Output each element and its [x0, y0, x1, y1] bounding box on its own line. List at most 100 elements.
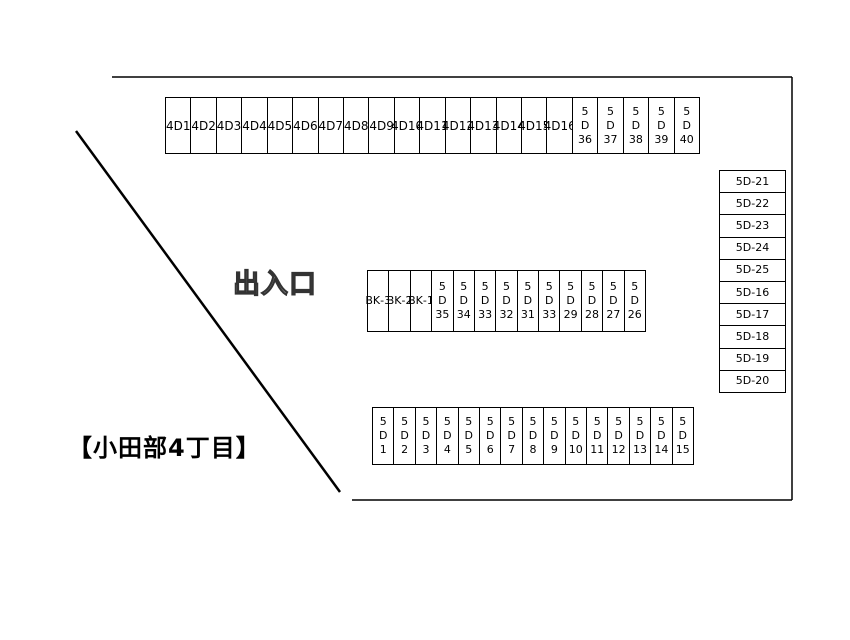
entrance-label: 出入口 — [232, 268, 317, 300]
slot-label-line: 6 — [309, 118, 318, 133]
slot-label-line: D — [631, 118, 641, 132]
slot-label-line: 6 — [486, 443, 494, 456]
slot-label-line: 4D — [441, 118, 459, 133]
slot-label-line: BK — [386, 294, 402, 307]
slot-label-line: 5 — [615, 415, 623, 428]
slot-label-line: 5 — [581, 104, 589, 118]
slot-label-line: D — [682, 118, 692, 132]
slot-label-line: 5D-23 — [735, 218, 770, 232]
slot-label-line: 5 — [422, 415, 430, 428]
slot-label-line: D — [507, 429, 516, 442]
parking-slot: 5D-16 — [719, 281, 786, 305]
slot-label-line: 4D — [165, 118, 183, 133]
slot-label-line: 5 — [481, 280, 489, 293]
slot-label-line: 5D-19 — [735, 352, 770, 366]
parking-slot: 5D-19 — [719, 347, 786, 371]
slot-label-line: 8 — [360, 118, 369, 133]
slot-label-line: 4D — [216, 118, 234, 133]
parking-slot: 5D-17 — [719, 303, 786, 327]
slot-label-line: 12 — [611, 443, 626, 456]
slot-label-line: 4D — [343, 118, 361, 133]
parking-slot: 5D-20 — [719, 369, 786, 393]
slot-label-line: D — [566, 294, 575, 307]
slot-label-line: 4 — [259, 118, 267, 133]
slot-label-line: D — [606, 118, 615, 132]
slot-label-line: 5 — [679, 415, 687, 428]
slot-label-line: 5D-24 — [735, 241, 770, 255]
slot-label-line: 5 — [438, 280, 446, 293]
parking-slot: 5D-18 — [719, 325, 786, 349]
slot-label-line: 5 — [609, 280, 617, 293]
slot-label-line: 4D — [467, 118, 485, 133]
slot-label-line: 5D-21 — [735, 174, 770, 188]
slot-label-line: 7 — [508, 443, 516, 456]
slot-label-line: 5 — [632, 104, 640, 118]
slot-label-line: 4D — [416, 118, 434, 133]
slot-label-line: D — [630, 294, 640, 307]
slot-label-line: D — [528, 429, 538, 442]
slot-label-line: 31 — [520, 308, 535, 321]
slot-label-line: 5 — [443, 415, 451, 428]
slot-label-line: 4D — [293, 118, 310, 133]
slot-label-line: D — [635, 429, 645, 442]
slot-label-line: 5 — [545, 280, 553, 293]
slot-label-line: 5D-18 — [735, 329, 770, 343]
slot-label-line: 37 — [603, 132, 618, 146]
parking-slot: 5D-21 — [719, 170, 786, 194]
boundary-diagonal-line — [74, 130, 342, 493]
slot-label-line: 33 — [542, 308, 557, 321]
slot-label-line: 5 — [460, 280, 468, 293]
parking-slot: 5D-23 — [719, 214, 786, 238]
slot-label-line: 13 — [632, 443, 647, 456]
slot-label-line: 4D — [242, 118, 260, 133]
slot-label-line: 5D-20 — [735, 374, 770, 388]
slot-label-line: 5 — [631, 280, 639, 293]
slot-label-line: D — [545, 294, 554, 307]
slot-label-line: 5D-25 — [735, 263, 770, 277]
slot-label-line: 3 — [422, 443, 430, 456]
slot-label-line: 5 — [508, 415, 516, 428]
slot-label-line: 4D — [267, 118, 285, 133]
slot-label-line: D — [400, 429, 409, 442]
slot-label-line: D — [480, 294, 490, 307]
parking-slot: 5D-22 — [719, 192, 786, 216]
slot-label-line: D — [571, 429, 581, 442]
slot-label-line: D — [678, 429, 688, 442]
slot-label-line: 5 — [683, 104, 691, 118]
slot-label-line: 15 — [675, 443, 690, 456]
slot-label-line: 39 — [654, 132, 669, 146]
slot-label-line: 5 — [486, 415, 494, 428]
slot-label-line: 1 — [379, 443, 387, 456]
slot-label-line: 5 — [379, 415, 387, 428]
slot-label-line: 9 — [550, 443, 558, 456]
slot-label-line: 28 — [585, 308, 600, 321]
slot-label-line: 5 — [529, 415, 537, 428]
slot-label-line: D — [550, 429, 559, 442]
slot-label-line: BK — [365, 294, 381, 307]
